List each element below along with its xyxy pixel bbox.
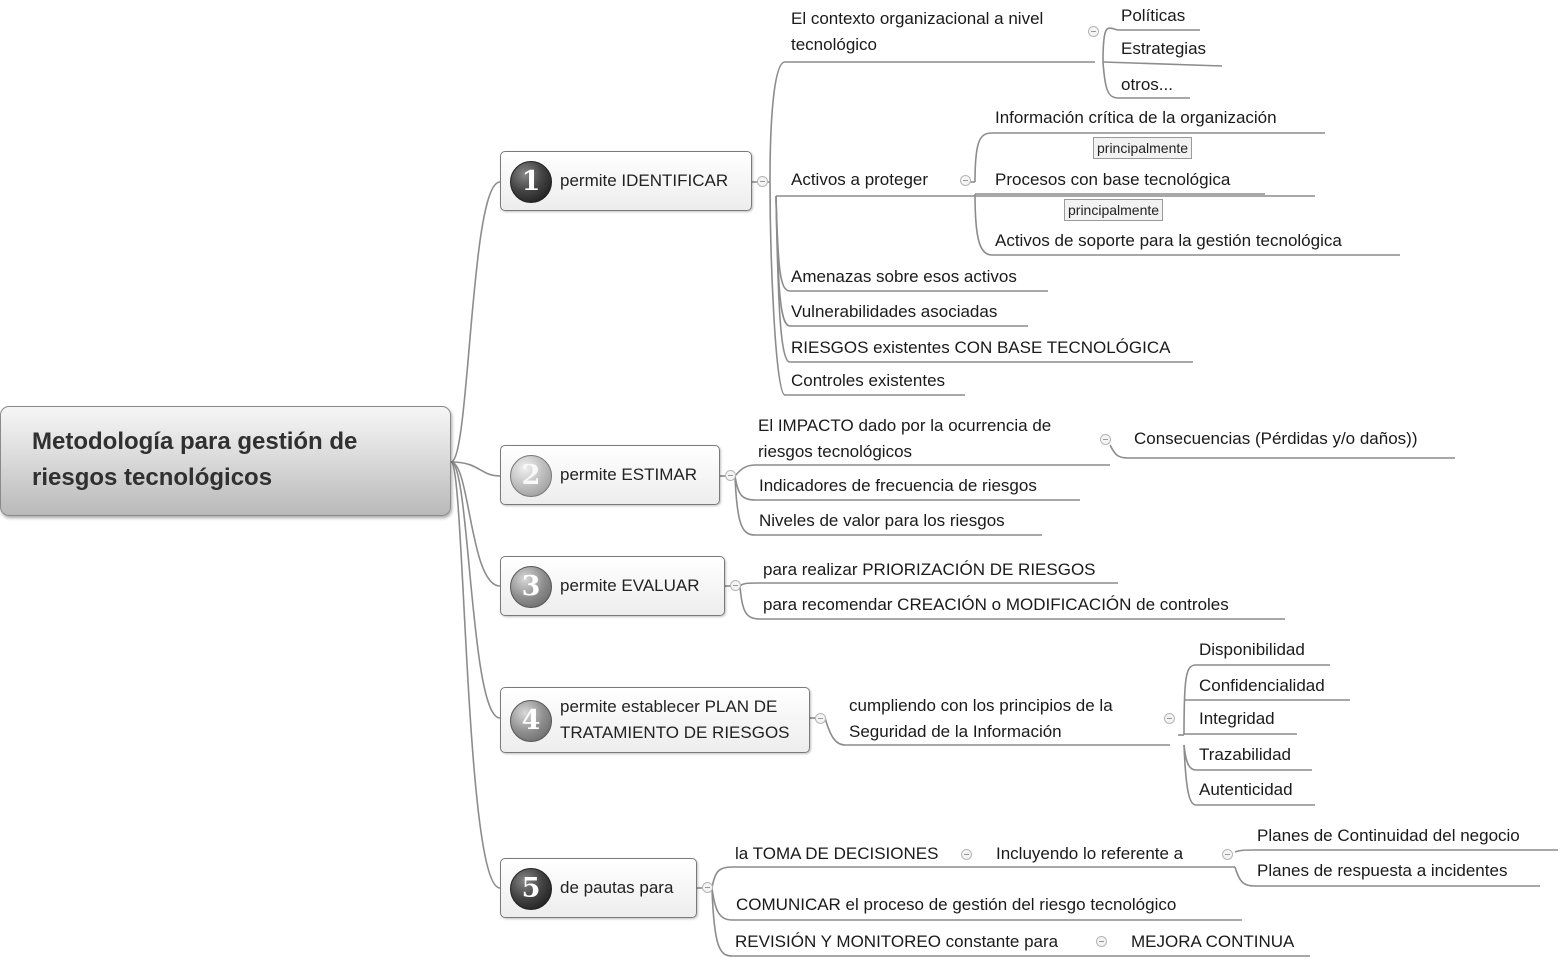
number-5-badge: 5 bbox=[510, 868, 552, 910]
branch-pautas[interactable]: 5 de pautas para bbox=[500, 858, 697, 918]
collapse-icon[interactable] bbox=[1096, 936, 1107, 947]
collapse-icon[interactable] bbox=[961, 849, 972, 860]
node-amenazas[interactable]: Amenazas sobre esos activos bbox=[791, 267, 1017, 286]
node-integridad[interactable]: Integridad bbox=[1199, 709, 1275, 728]
collapse-icon[interactable] bbox=[757, 176, 768, 187]
central-topic[interactable]: Metodología para gestión de riesgos tecn… bbox=[0, 406, 451, 516]
node-planes-respuesta[interactable]: Planes de respuesta a incidentes bbox=[1257, 861, 1508, 880]
node-principios-seguridad[interactable]: cumpliendo con los principios de la Segu… bbox=[849, 696, 1113, 741]
node-otros[interactable]: otros... bbox=[1121, 75, 1173, 94]
relationship-label: principalmente bbox=[1064, 199, 1164, 221]
branch-identificar[interactable]: 1 permite IDENTIFICAR bbox=[500, 151, 752, 211]
node-activos-de-soporte[interactable]: Activos de soporte para la gestión tecno… bbox=[995, 231, 1342, 250]
collapse-icon[interactable] bbox=[1222, 849, 1233, 860]
number-3-badge: 3 bbox=[510, 566, 552, 608]
node-mejora-continua[interactable]: MEJORA CONTINUA bbox=[1131, 932, 1295, 951]
node-informacion-critica[interactable]: Información crítica de la organización bbox=[995, 108, 1277, 127]
branch-plan-tratamiento[interactable]: 4 permite establecer PLAN DE TRATAMIENTO… bbox=[500, 687, 810, 753]
node-estrategias[interactable]: Estrategias bbox=[1121, 39, 1207, 58]
branch-label-plan-tratamiento: permite establecer PLAN DE TRATAMIENTO D… bbox=[560, 697, 790, 742]
branch-label-evaluar: permite EVALUAR bbox=[560, 576, 700, 595]
collapse-icon[interactable] bbox=[702, 882, 713, 893]
node-disponibilidad[interactable]: Disponibilidad bbox=[1199, 640, 1305, 659]
node-impacto[interactable]: El IMPACTO dado por la ocurrencia de rie… bbox=[758, 416, 1052, 461]
node-activos-a-proteger[interactable]: Activos a proteger bbox=[791, 170, 929, 189]
branch-estimar[interactable]: 2 permite ESTIMAR bbox=[500, 445, 720, 505]
node-politicas[interactable]: Políticas bbox=[1121, 6, 1186, 25]
collapse-icon[interactable] bbox=[1164, 713, 1175, 724]
collapse-icon[interactable] bbox=[960, 175, 971, 186]
node-contexto[interactable]: El contexto organizacional a nivel tecno… bbox=[791, 9, 1044, 54]
node-riesgos-existentes[interactable]: RIESGOS existentes CON BASE TECNOLÓGICA bbox=[791, 338, 1171, 357]
branch-label-identificar: permite IDENTIFICAR bbox=[560, 171, 729, 190]
node-confidencialidad[interactable]: Confidencialidad bbox=[1199, 676, 1325, 695]
branch-evaluar[interactable]: 3 permite EVALUAR bbox=[500, 556, 725, 616]
node-vulnerabilidades[interactable]: Vulnerabilidades asociadas bbox=[791, 302, 998, 321]
node-incluyendo-referente[interactable]: Incluyendo lo referente a bbox=[996, 844, 1184, 863]
node-consecuencias[interactable]: Consecuencias (Pérdidas y/o daños)) bbox=[1134, 429, 1418, 448]
collapse-icon[interactable] bbox=[815, 713, 826, 724]
node-trazabilidad[interactable]: Trazabilidad bbox=[1199, 745, 1291, 764]
collapse-icon[interactable] bbox=[730, 580, 741, 591]
collapse-icon[interactable] bbox=[725, 470, 736, 481]
node-comunicar-proceso[interactable]: COMUNICAR el proceso de gestión del ries… bbox=[736, 895, 1177, 914]
branch-label-pautas: de pautas para bbox=[560, 878, 674, 897]
node-niveles-valor[interactable]: Niveles de valor para los riesgos bbox=[759, 511, 1005, 530]
relationship-label: principalmente bbox=[1093, 137, 1193, 159]
collapse-icon[interactable] bbox=[1088, 26, 1099, 37]
node-controles-existentes[interactable]: Controles existentes bbox=[791, 371, 946, 390]
node-toma-decisiones[interactable]: la TOMA DE DECISIONES bbox=[735, 844, 939, 863]
node-revision-monitoreo[interactable]: REVISIÓN Y MONITOREO constante para bbox=[735, 932, 1059, 951]
number-1-badge: 1 bbox=[510, 161, 552, 203]
branch-label-estimar: permite ESTIMAR bbox=[560, 465, 697, 484]
node-priorizacion-riesgos[interactable]: para realizar PRIORIZACIÓN DE RIESGOS bbox=[763, 560, 1096, 579]
number-4-badge: 4 bbox=[510, 700, 552, 742]
node-planes-continuidad[interactable]: Planes de Continuidad del negocio bbox=[1257, 826, 1520, 845]
central-topic-title: Metodología para gestión de riesgos tecn… bbox=[32, 428, 358, 491]
node-indicadores-frecuencia[interactable]: Indicadores de frecuencia de riesgos bbox=[759, 476, 1037, 495]
node-autenticidad[interactable]: Autenticidad bbox=[1199, 780, 1293, 799]
collapse-icon[interactable] bbox=[1100, 434, 1111, 445]
node-procesos-base-tecnologica[interactable]: Procesos con base tecnológica bbox=[995, 170, 1231, 189]
node-recomendar-controles[interactable]: para recomendar CREACIÓN o MODIFICACIÓN … bbox=[763, 595, 1229, 614]
number-2-badge: 2 bbox=[510, 455, 552, 497]
